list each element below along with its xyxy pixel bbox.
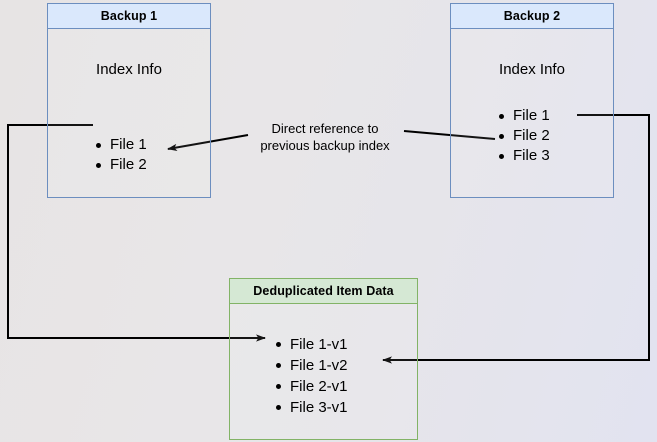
node-deduplicated-item-data[interactable]: Deduplicated Item Data File 1-v1 File 1-… <box>229 278 418 440</box>
list-item: File 1-v1 <box>274 334 348 355</box>
node-backup-1[interactable]: Backup 1 Index Info File 1 File 2 <box>47 3 211 198</box>
node-backup-2-file-list: File 1 File 2 File 3 <box>497 106 550 166</box>
list-item: File 2 <box>497 126 550 146</box>
node-backup-1-file-list: File 1 File 2 <box>94 135 147 175</box>
node-backup-1-body: Index Info File 1 File 2 <box>48 29 210 197</box>
node-backup-2-body: Index Info File 1 File 2 File 3 <box>451 29 613 197</box>
list-item: File 3 <box>497 146 550 166</box>
node-deduplicated-title: Deduplicated Item Data <box>230 279 417 304</box>
edge-backup2-to-backup1-reference <box>167 130 496 151</box>
node-deduplicated-body: File 1-v1 File 1-v2 File 2-v1 File 3-v1 <box>230 304 417 439</box>
list-item: File 2-v1 <box>274 376 348 397</box>
node-deduplicated-file-list: File 1-v1 File 1-v2 File 2-v1 File 3-v1 <box>274 334 348 418</box>
edge-label-direct-reference: Direct reference to previous backup inde… <box>260 121 390 153</box>
list-item: File 1 <box>94 135 147 155</box>
node-backup-1-title: Backup 1 <box>48 4 210 29</box>
node-backup-2-subtitle: Index Info <box>499 61 565 78</box>
list-item: File 1 <box>497 106 550 126</box>
edge-backup1-to-dedup <box>7 124 266 342</box>
list-item: File 1-v2 <box>274 355 348 376</box>
list-item: File 3-v1 <box>274 397 348 418</box>
node-backup-2-title: Backup 2 <box>451 4 613 29</box>
node-backup-2[interactable]: Backup 2 Index Info File 1 File 2 File 3 <box>450 3 614 198</box>
node-backup-1-subtitle: Index Info <box>96 61 162 78</box>
list-item: File 2 <box>94 155 147 175</box>
